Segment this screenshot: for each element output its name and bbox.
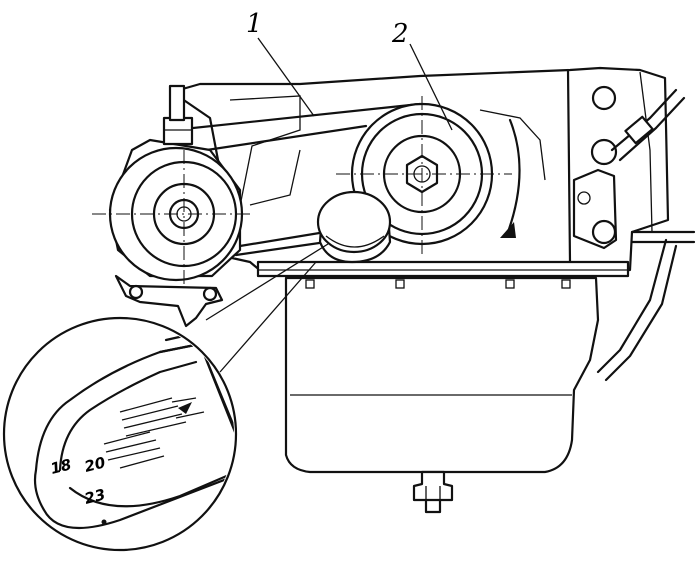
- right-bracket: [572, 85, 696, 382]
- callout-1: 1: [246, 9, 263, 39]
- dipstick-mark-20: 20: [83, 453, 108, 476]
- dipstick-hatching: [103, 397, 205, 469]
- dipstick-mark-23: 23: [83, 485, 108, 508]
- dipstick-mark-18: 18: [49, 455, 74, 478]
- generator-pulley: [92, 84, 252, 328]
- callout-leaders: [257, 37, 453, 131]
- dipstick-magnifier: 20 18 23: [2, 316, 238, 552]
- magnifier-leaders: [205, 243, 329, 373]
- oil-pan: [284, 276, 600, 514]
- pump-pulley: [316, 190, 392, 264]
- callout-2: 2: [391, 19, 409, 49]
